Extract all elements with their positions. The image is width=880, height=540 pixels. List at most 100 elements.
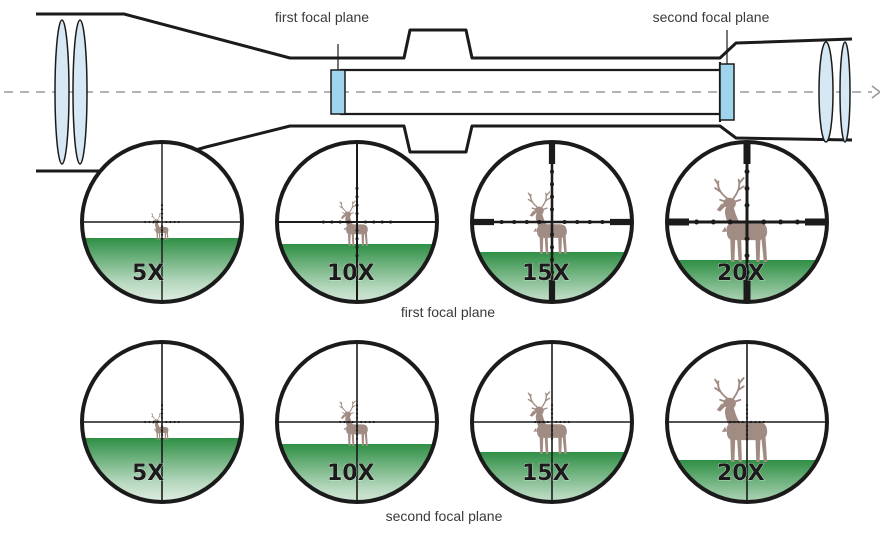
reticle-dot <box>744 286 750 292</box>
crosshair-reticle <box>473 343 631 501</box>
reticle-dot <box>156 420 159 424</box>
reticle-dot <box>173 420 176 424</box>
reticle-dot <box>727 219 733 225</box>
reticle-dot <box>754 420 757 424</box>
first-focal-plane-row-caption: first focal plane <box>400 304 496 320</box>
reticle-dot <box>148 420 151 424</box>
reticle-dot <box>160 425 164 428</box>
reticle-dot <box>745 433 749 436</box>
reticle-dot <box>729 420 732 424</box>
reticle-dot <box>744 236 750 242</box>
magnification-label: 5X <box>132 261 164 286</box>
second-focal-plane-callout: second focal plane <box>652 9 770 25</box>
reticle-dot <box>559 420 562 424</box>
first-focal-plane-callout: first focal plane <box>274 9 370 25</box>
objective-lens <box>54 19 70 165</box>
reticle-dot <box>745 425 749 428</box>
second-focal-plane-row-caption: second focal plane <box>385 508 503 524</box>
reticle-dot <box>177 220 180 224</box>
scope-view: 15X <box>470 140 634 304</box>
reticle-dot <box>745 437 749 440</box>
objective-lens <box>72 19 88 165</box>
reticle-dot <box>811 219 817 225</box>
reticle-dot <box>380 220 384 224</box>
reticle-dot <box>355 433 359 436</box>
reticle-dot <box>710 219 716 225</box>
scope-view-ring <box>80 340 244 504</box>
scope-view: 20X <box>665 340 829 504</box>
reticle-dot <box>160 216 164 219</box>
reticle-dot <box>351 420 354 424</box>
reticle-dot <box>745 412 749 415</box>
reticle-dot <box>745 408 749 411</box>
reticle-dot <box>550 429 554 432</box>
reticle-dot <box>173 220 176 224</box>
reticle-dot <box>524 220 529 224</box>
reticle-dot <box>355 212 359 216</box>
deer-silhouette <box>527 191 567 254</box>
crosshair-reticle <box>278 143 436 301</box>
reticle-dot <box>355 254 359 258</box>
deer-silhouette <box>151 412 169 440</box>
reticle-dot <box>587 220 592 224</box>
reticle-dot <box>355 404 359 407</box>
reticle-dot <box>152 220 155 224</box>
scope-view-ring <box>665 340 829 504</box>
magnification-label: 5X <box>132 461 164 486</box>
reticle-dot <box>741 420 744 424</box>
reticle-dot <box>368 420 371 424</box>
reticle-dot <box>363 220 367 224</box>
reticle-dot <box>169 420 172 424</box>
scope-view: 20X <box>665 140 829 304</box>
reticle-dot <box>538 420 541 424</box>
reticle-dot <box>555 420 558 424</box>
reticle-dot <box>355 416 359 419</box>
reticle-dot <box>562 220 567 224</box>
reticle-dot <box>534 420 537 424</box>
reticle-dot <box>165 220 168 224</box>
reticle-dot <box>372 420 375 424</box>
reticle-dot <box>160 204 164 207</box>
reticle-dot <box>177 420 180 424</box>
reticle-dot <box>160 412 164 415</box>
reticle-dot <box>321 220 325 224</box>
magnification-label: 10X <box>327 461 375 486</box>
reticle-dot <box>546 420 549 424</box>
reticle-dot <box>745 404 749 407</box>
reticle-dot <box>347 420 350 424</box>
reticle-dot <box>160 212 164 215</box>
reticle-dot <box>347 220 351 224</box>
reticle-dot <box>160 433 164 436</box>
reticle-dot <box>677 219 683 225</box>
scope-view-ring <box>275 140 439 304</box>
reticle-dot <box>550 270 554 275</box>
reticle-dot <box>372 220 376 224</box>
reticle-dot <box>563 420 566 424</box>
crosshair-reticle <box>83 143 241 301</box>
reticle-dot <box>160 408 164 411</box>
deer-silhouette <box>714 377 768 462</box>
reticle-dot <box>550 416 554 419</box>
scope-view-ring <box>665 140 829 304</box>
reticle-dot <box>745 416 749 419</box>
reticle-dot <box>550 169 554 174</box>
reticle-dot <box>343 420 346 424</box>
first-focal-plane-reticle <box>330 69 346 115</box>
reticle-dot <box>550 232 554 237</box>
reticle-dot <box>156 220 159 224</box>
ocular-lens <box>818 41 834 143</box>
reticle-dot <box>550 437 554 440</box>
reticle-dot <box>550 245 554 250</box>
scope-view: 10X <box>275 140 439 304</box>
reticle-dot <box>512 220 517 224</box>
reticle-dot <box>355 408 359 411</box>
reticle-dot <box>499 220 504 224</box>
reticle-dot <box>338 220 342 224</box>
reticle-dot <box>160 429 164 432</box>
reticle-dot <box>575 220 580 224</box>
reticle-dot <box>160 237 164 240</box>
reticle-dot <box>550 408 554 411</box>
reticle-dot <box>355 186 359 190</box>
